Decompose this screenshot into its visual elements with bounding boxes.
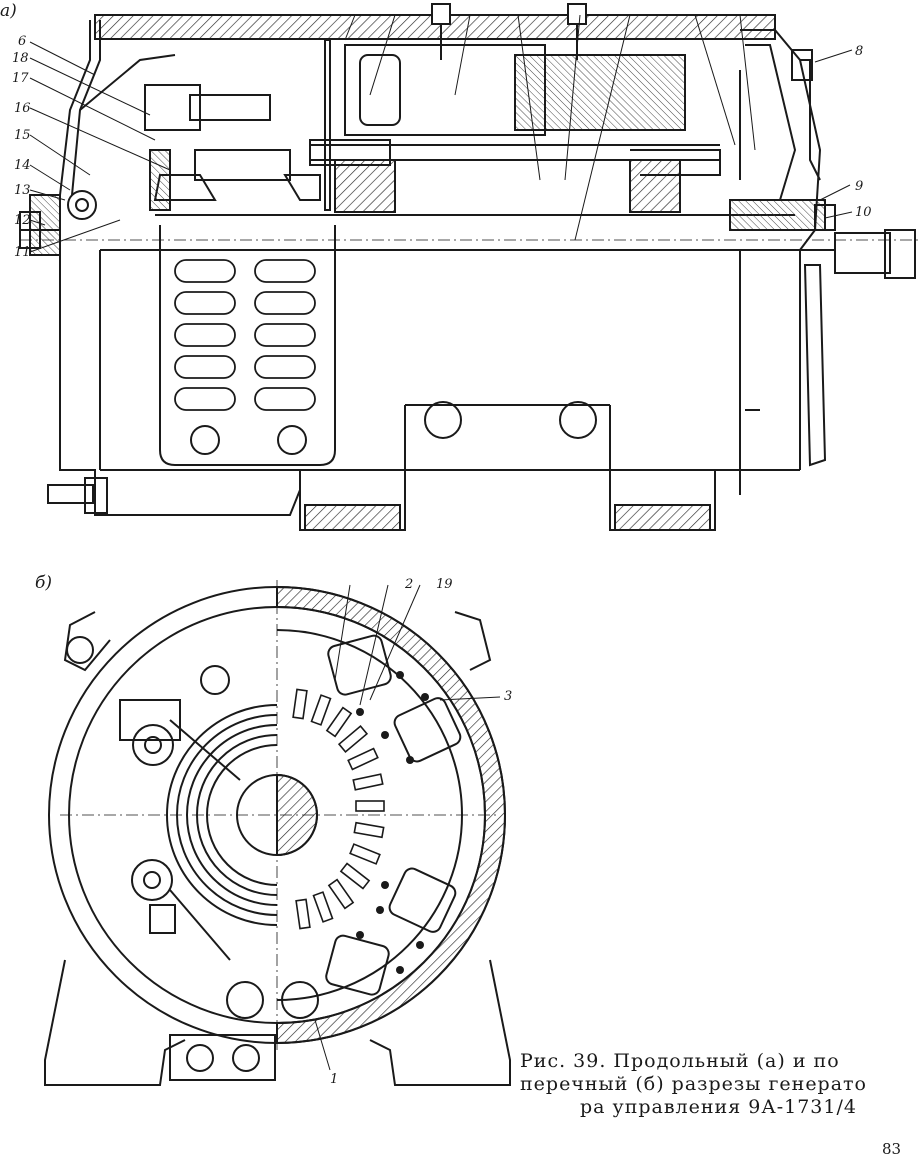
callout-8-left: 6 bbox=[18, 34, 26, 49]
panel-label-b: б) bbox=[35, 573, 52, 593]
callout-11: 11 bbox=[14, 245, 31, 260]
panel-labels: а) б) bbox=[0, 1, 52, 593]
callout-13: 13 bbox=[14, 183, 31, 198]
callout-numbers-b: 2 19 3 1 bbox=[330, 577, 512, 1087]
panel-label-a: а) bbox=[0, 1, 17, 21]
caption-line-3: ра управления 9А-1731/4 bbox=[580, 1096, 857, 1118]
callout-8-right: 8 bbox=[855, 44, 863, 59]
callout-15: 15 bbox=[14, 128, 31, 143]
callout-9: 9 bbox=[855, 179, 863, 194]
vent-slots bbox=[174, 259, 316, 411]
callout-3: 3 bbox=[504, 689, 512, 704]
callout-2: 2 bbox=[404, 577, 413, 592]
callout-14: 14 bbox=[14, 158, 31, 173]
callout-10: 10 bbox=[855, 205, 872, 220]
caption-line-2: перечный (б) разрезы генерато bbox=[520, 1073, 867, 1095]
page-number: 83 bbox=[882, 1140, 902, 1158]
callout-leaders-a bbox=[29, 41, 853, 253]
caption-line-1: Рис. 39. Продольный (а) и по bbox=[520, 1050, 840, 1072]
commutator-bars bbox=[292, 688, 385, 930]
callout-19: 19 bbox=[436, 577, 453, 592]
callout-numbers-a: 6 18 17 16 15 14 13 12 11 8 9 10 bbox=[12, 34, 872, 260]
cross-section bbox=[44, 580, 511, 1086]
callout-12: 12 bbox=[14, 213, 31, 228]
longitudinal-section bbox=[19, 3, 920, 531]
figure-caption: Рис. 39. Продольный (а) и по перечный (б… bbox=[520, 1050, 910, 1119]
callout-18: 18 bbox=[12, 51, 29, 66]
callout-1: 1 bbox=[330, 1072, 338, 1087]
callout-17: 17 bbox=[12, 71, 29, 86]
callout-16: 16 bbox=[14, 101, 31, 116]
